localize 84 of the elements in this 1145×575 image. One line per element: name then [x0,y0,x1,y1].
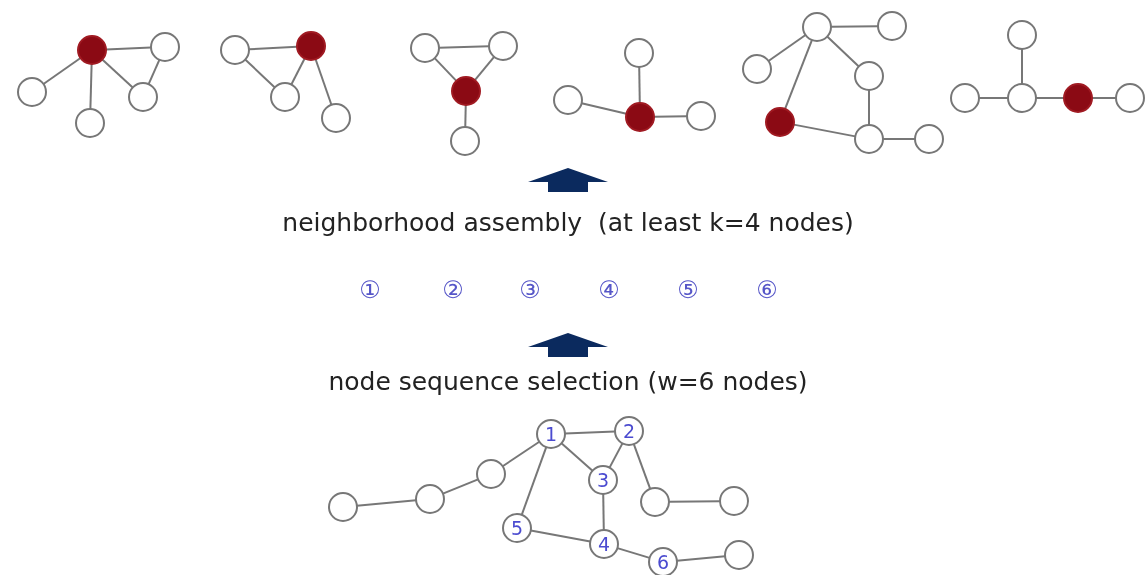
edge-line [473,55,496,82]
edge-line [608,442,624,469]
graph-node [328,492,358,522]
edge-line [668,500,721,503]
highlighted-graph-node [1063,83,1093,113]
highlighted-graph-node [625,102,655,132]
graph-node [488,31,518,61]
edge-line [632,443,652,490]
graph-node [724,540,754,570]
graph-node [415,484,445,514]
edge-line [1035,97,1065,99]
graph-node [476,459,506,489]
edge-line [438,45,490,49]
edge-line [501,440,541,468]
edge-line [653,115,688,118]
edge-line [784,39,813,110]
graph-node [450,126,480,156]
highlighted-graph-node [296,31,326,61]
edge-line [1091,97,1117,99]
edge-line [464,104,467,128]
graph-node [914,124,944,154]
circled-number: ① [359,276,381,304]
circled-number: ⑤ [677,276,699,304]
graph-node [220,35,250,65]
graph-node [854,124,884,154]
edge-line [433,57,458,82]
edge-line [602,493,605,531]
highlighted-graph-node [77,35,107,65]
edge-line [560,442,594,472]
edge-line [101,58,134,89]
edge-line [290,57,306,86]
edge-line [1021,48,1023,85]
edge-line [767,34,807,62]
graph-node [270,82,300,112]
edge-line [244,58,276,89]
edge-line [826,35,860,68]
edge-line [830,25,879,28]
graph-node [150,32,180,62]
graph-node [802,12,832,42]
numbered-graph-node: 4 [589,529,619,559]
circled-number: ⑥ [756,276,778,304]
graph-node [640,487,670,517]
graph-node [1007,20,1037,50]
numbered-graph-node: 3 [588,465,618,495]
highlighted-graph-node [765,107,795,137]
edge-line [314,58,333,106]
graph-node [1115,83,1145,113]
edge-line [105,46,152,51]
edge-line [868,89,870,126]
graph-node [624,38,654,68]
step-caption: neighborhood assembly (at least k=4 nodes) [282,207,854,237]
graph-node [742,54,772,84]
edge-line [89,63,93,110]
graph-node [719,486,749,516]
numbered-graph-node: 5 [502,513,532,543]
edge-line [520,446,548,516]
graph-node [553,85,583,115]
edge-line [616,547,651,559]
graph-node [75,108,105,138]
circled-number: ② [442,276,464,304]
step-caption: node sequence selection (w=6 nodes) [328,366,808,396]
edge-line [147,58,161,86]
numbered-graph-node: 1 [536,419,566,449]
graph-node [854,61,884,91]
graph-node [128,82,158,112]
edge-line [978,97,1009,99]
graph-node [321,103,351,133]
edge-line [882,138,916,140]
numbered-graph-node: 2 [614,416,644,446]
edge-line [638,66,641,104]
circled-number: ③ [519,276,541,304]
highlighted-graph-node [451,76,481,106]
graph-node [686,101,716,131]
graph-node [17,77,47,107]
edge-line [42,57,82,85]
edge-line [564,430,616,435]
numbered-graph-node: 6 [648,547,678,575]
graph-node [950,83,980,113]
edge-line [441,478,480,495]
graph-node [410,33,440,63]
graph-node [1007,83,1037,113]
graph-node [877,11,907,41]
circled-number: ④ [598,276,620,304]
edge-line [248,45,298,51]
